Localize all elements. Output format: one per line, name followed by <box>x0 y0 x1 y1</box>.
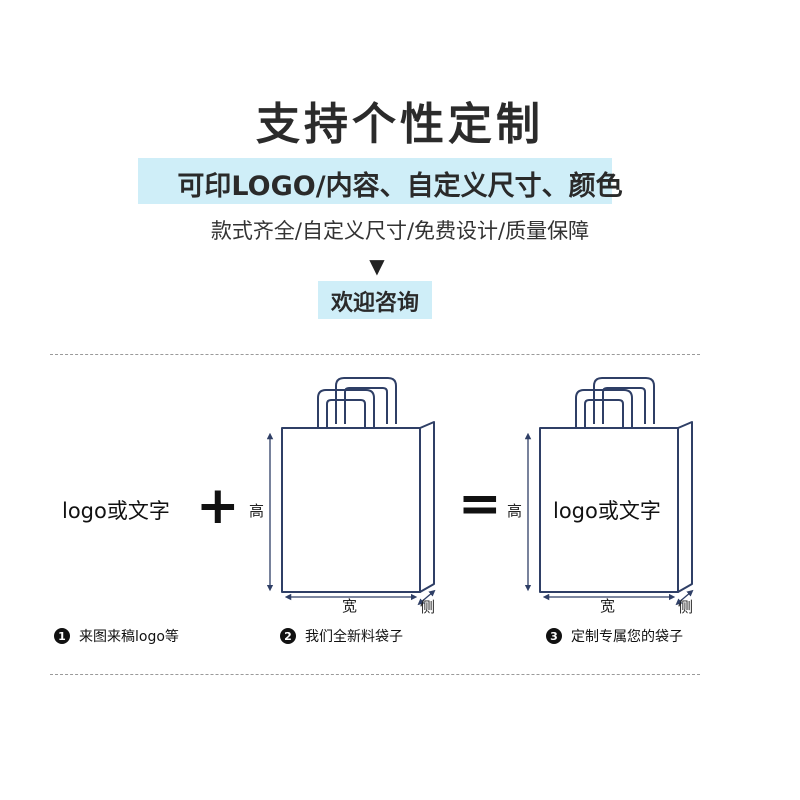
equals-icon: = <box>458 474 502 534</box>
subtitle: 可印LOGO/内容、自定义尺寸、颜色 <box>177 171 623 202</box>
side-label: 侧 <box>678 598 694 616</box>
step-number: 1 <box>54 628 70 644</box>
side-label: 侧 <box>420 598 436 616</box>
logo-text-label: logo或文字 <box>62 499 170 523</box>
welcome-label: 欢迎咨询 <box>330 291 419 316</box>
blank-bag-icon <box>281 377 435 593</box>
welcome-highlight <box>318 281 432 319</box>
divider-bottom <box>50 674 700 675</box>
bag-logo-text: logo或文字 <box>553 499 661 523</box>
step-3: 3 定制专属您的袋子 <box>546 626 683 646</box>
height-label: 高 <box>249 502 265 520</box>
height-label: 高 <box>507 502 523 520</box>
divider-top <box>50 354 700 355</box>
step-number: 2 <box>280 628 296 644</box>
plus-icon: + <box>196 476 240 536</box>
subtitle-highlight <box>138 158 612 204</box>
page-title: 支持个性定制 <box>256 99 544 150</box>
step-label: 来图来稿logo等 <box>79 629 179 645</box>
features-line: 款式齐全/自定义尺寸/免费设计/质量保障 <box>210 219 590 243</box>
step-1: 1 来图来稿logo等 <box>54 626 179 646</box>
custom-bag-icon <box>539 377 693 593</box>
width-label: 宽 <box>342 597 358 615</box>
width-label: 宽 <box>600 597 616 615</box>
step-label: 我们全新料袋子 <box>305 629 403 645</box>
step-label: 定制专属您的袋子 <box>571 629 683 645</box>
down-arrow-icon: ▼ <box>369 254 385 278</box>
step-2: 2 我们全新料袋子 <box>280 626 403 646</box>
step-number: 3 <box>546 628 562 644</box>
